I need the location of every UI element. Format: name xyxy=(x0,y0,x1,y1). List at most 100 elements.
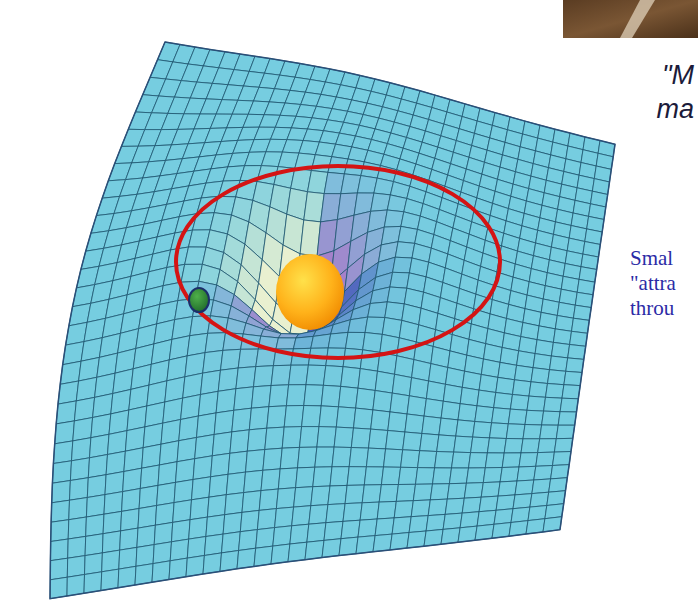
grid-cell xyxy=(394,501,413,518)
grid-cell xyxy=(413,484,432,501)
grid-cell xyxy=(504,439,523,454)
grid-cell xyxy=(395,242,414,258)
grid-cell xyxy=(365,317,385,334)
grid-cell xyxy=(176,459,195,483)
grid-cell xyxy=(462,371,481,390)
grid-cell xyxy=(275,507,294,527)
grid-cell xyxy=(154,522,173,544)
grid-cell xyxy=(269,385,289,407)
grid-cell xyxy=(204,534,223,555)
grid-cell xyxy=(102,531,120,553)
grid-cell xyxy=(237,548,256,569)
grid-cell xyxy=(286,385,306,406)
grid-cell xyxy=(53,441,72,464)
grid-cell xyxy=(104,492,123,515)
grid-cell xyxy=(356,536,375,554)
grid-cell xyxy=(426,514,445,531)
grid-cell xyxy=(386,431,405,450)
grid-cell xyxy=(305,540,324,559)
grid-cell xyxy=(366,448,385,467)
grid-cell xyxy=(120,528,138,550)
grid-cell xyxy=(218,368,238,391)
grid-cell xyxy=(52,461,71,483)
grid-cell xyxy=(73,418,93,441)
grid-cell xyxy=(374,178,394,195)
grid-cell xyxy=(331,320,351,334)
grid-cell xyxy=(452,452,471,468)
grid-cell xyxy=(481,482,500,497)
grid-cell xyxy=(513,494,532,509)
grid-cell xyxy=(122,489,141,512)
grid-cell xyxy=(139,485,158,508)
grid-cell xyxy=(259,489,278,510)
grid-cell xyxy=(551,342,569,358)
grid-cell xyxy=(439,418,458,436)
grid-cell xyxy=(267,406,287,428)
grid-cell xyxy=(566,358,584,373)
grid-cell xyxy=(173,500,192,523)
grid-cell xyxy=(236,367,256,389)
grid-cell xyxy=(373,534,392,552)
grid-cell xyxy=(177,438,196,462)
grid-cell xyxy=(206,515,225,537)
grid-cell xyxy=(449,468,468,484)
grid-cell xyxy=(328,332,348,348)
grid-cell xyxy=(502,453,521,468)
grid-cell xyxy=(358,369,378,391)
grid-cell xyxy=(422,416,441,435)
grid-cell xyxy=(278,334,298,338)
grid-cell xyxy=(50,539,68,561)
grid-cell xyxy=(181,395,201,420)
grid-cell xyxy=(324,521,343,540)
grid-cell xyxy=(392,374,411,396)
grid-cell xyxy=(553,452,572,466)
grid-cell xyxy=(548,370,566,385)
grid-cell xyxy=(251,386,271,409)
grid-cell xyxy=(67,575,85,597)
grid-cell xyxy=(339,386,359,408)
grid-cell xyxy=(553,329,571,345)
grid-cell xyxy=(388,412,407,432)
grid-cell xyxy=(360,350,380,371)
grid-cell xyxy=(311,334,331,348)
grid-cell xyxy=(515,480,534,495)
grid-cell xyxy=(510,395,529,411)
spacetime-grid xyxy=(50,42,615,599)
grid-cell xyxy=(294,487,313,507)
grid-cell xyxy=(88,455,107,478)
grid-cell xyxy=(523,425,542,439)
grid-cell xyxy=(477,510,496,526)
grid-cell xyxy=(443,513,462,529)
grid-cell xyxy=(293,336,313,349)
grid-cell xyxy=(179,416,199,441)
grid-cell xyxy=(347,467,366,486)
grid-cell xyxy=(384,449,403,467)
grid-cell xyxy=(143,423,163,448)
orbit-path xyxy=(176,166,500,358)
grid-cell xyxy=(322,539,341,558)
grid-cell xyxy=(321,385,341,407)
grid-cell xyxy=(341,520,360,539)
grid-cell xyxy=(278,468,297,489)
grid-cell xyxy=(390,272,410,288)
grid-cell xyxy=(159,441,178,465)
grid-cell xyxy=(445,498,464,514)
grid-cell xyxy=(546,384,564,399)
grid-cell xyxy=(542,411,561,425)
grid-cell xyxy=(207,495,226,517)
grid-cell xyxy=(307,523,326,543)
grid-cell xyxy=(292,506,311,526)
grid-cell xyxy=(536,452,555,466)
grid-cell xyxy=(496,377,515,394)
grid-cell xyxy=(490,423,509,439)
photo-highlight xyxy=(620,0,655,38)
grid-cell xyxy=(52,481,71,503)
grid-cell xyxy=(50,558,67,580)
grid-cell xyxy=(485,453,504,468)
grid-cell xyxy=(409,378,428,399)
grid-cell xyxy=(282,427,301,449)
grid-cell xyxy=(257,509,276,530)
grid-cell xyxy=(317,427,336,448)
grid-cell xyxy=(475,406,494,423)
grid-cell xyxy=(326,504,345,523)
